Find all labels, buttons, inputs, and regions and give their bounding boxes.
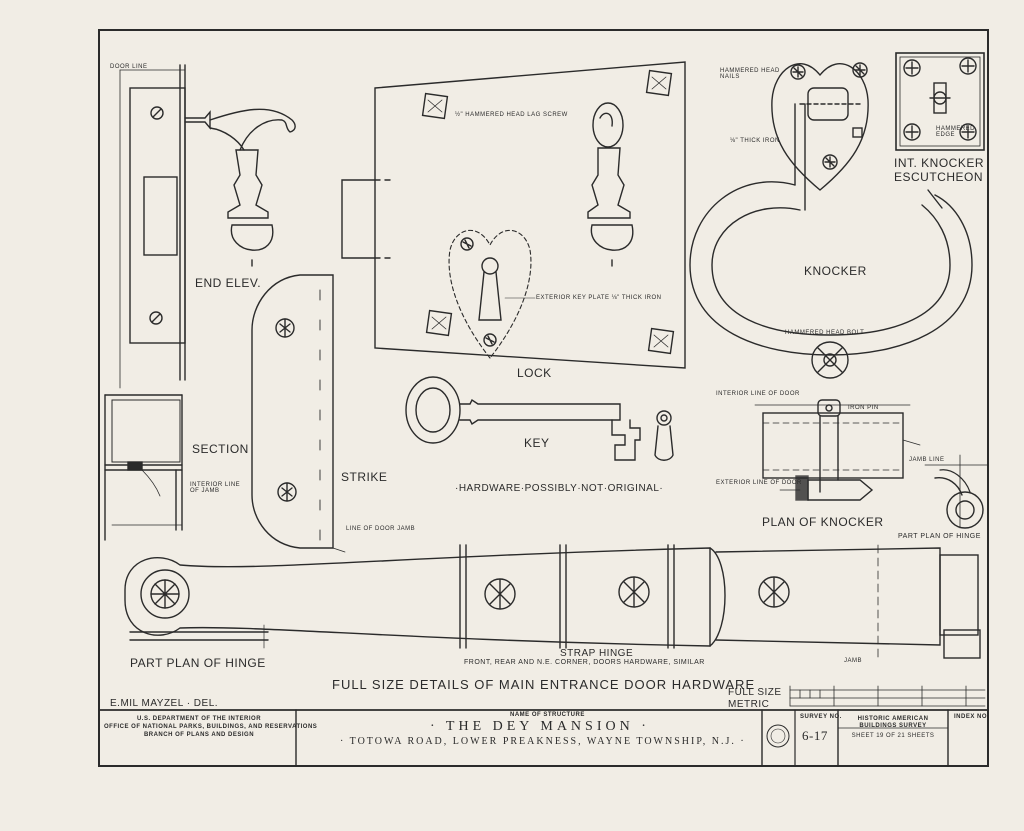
habs-line-2: BUILDINGS SURVEY <box>859 723 927 729</box>
knocker-label: KNOCKER <box>804 264 867 278</box>
key-drawing <box>405 376 674 461</box>
hardware-note-label: ·HARDWARE·POSSIBLY·NOT·ORIGINAL· <box>455 483 664 494</box>
part-plan-hinge-right-drawing <box>924 454 989 529</box>
interior-line-of-door-label: INTERIOR LINE OF DOOR <box>716 391 800 397</box>
habs-seal <box>766 724 790 748</box>
interior-line-of-jamb-label: INTERIOR LINE OF JAMB <box>190 482 241 494</box>
section-drawing <box>104 394 183 541</box>
agency-line-3: BRANCH OF PLANS AND DESIGN <box>143 732 255 738</box>
hammered-head-nails-label: HAMMERED HEAD NAILS <box>720 68 780 80</box>
scale-full-size-label: FULL SIZE <box>728 687 782 698</box>
escutcheon-label: ESCUTCHEON <box>894 170 984 184</box>
strap-hinge-label: STRAP HINGE <box>560 648 634 659</box>
jamb-line-label: JAMB LINE <box>909 457 945 463</box>
structure-name: · THE DEY MANSION · <box>430 719 650 734</box>
section-label: SECTION <box>192 442 249 456</box>
index-no-label: INDEX NO. <box>954 714 990 720</box>
door-line-label: DOOR LINE <box>110 64 148 70</box>
survey-no-label: SURVEY NO. <box>800 714 842 720</box>
structure-address: · TOTOWA ROAD, LOWER PREAKNESS, WAYNE TO… <box>340 736 746 747</box>
end-elevation-drawing <box>119 64 296 389</box>
scale-bar <box>789 685 986 707</box>
agency-line-2: OFFICE OF NATIONAL PARKS, BUILDINGS, AND… <box>104 724 318 730</box>
hammered-head-bolt-label: HAMMERED HEAD BOLT <box>785 330 865 336</box>
key-plate-label: EXTERIOR KEY PLATE ⅛" THICK IRON <box>536 295 662 301</box>
hammered-edge-label: HAMMERED EDGE <box>936 126 976 138</box>
int-knocker-label: INT. KNOCKER <box>894 156 985 170</box>
iron-pin-label: IRON PIN <box>848 405 879 411</box>
part-plan-hinge-left-label: PART PLAN OF HINGE <box>130 656 266 670</box>
knocker-drawing <box>689 62 973 379</box>
habs-line-1: HISTORIC AMERICAN <box>857 716 929 722</box>
sheet-info: SHEET 19 OF 21 SHEETS <box>851 733 935 739</box>
jamb-label: JAMB <box>844 658 863 664</box>
sheet-border <box>98 29 989 767</box>
thick-iron-label: ⅛" THICK IRON <box>730 138 780 144</box>
scale-metric-label: METRIC <box>728 699 770 710</box>
agency-line-1: U.S. DEPARTMENT OF THE INTERIOR <box>136 716 262 722</box>
strike-label: STRIKE <box>341 470 388 484</box>
plan-of-knocker-label: PLAN OF KNOCKER <box>762 515 884 529</box>
exterior-line-of-door-label: EXTERIOR LINE OF DOOR <box>716 480 802 486</box>
strap-hinge-note: FRONT, REAR AND N.E. CORNER, DOORS HARDW… <box>464 659 705 666</box>
name-of-structure-label: NAME OF STRUCTURE <box>510 712 585 718</box>
lag-screw-label: ½" HAMMERED HEAD LAG SCREW <box>455 112 568 118</box>
key-label: KEY <box>524 436 550 450</box>
escutcheon-drawing <box>895 52 985 151</box>
lock-label: LOCK <box>517 366 552 380</box>
strike-drawing <box>251 274 346 553</box>
lock-drawing <box>341 61 686 369</box>
drafter-label: E.MIL MAYZEL · DEL. <box>110 698 219 709</box>
plan-of-knocker-drawing <box>754 399 921 501</box>
part-plan-hinge-right-label: PART PLAN OF HINGE <box>898 533 981 540</box>
end-elev-label: END ELEV. <box>195 276 262 290</box>
line-of-door-jamb-label: LINE OF DOOR JAMB <box>346 526 416 532</box>
survey-number: 6-17 <box>802 728 828 743</box>
strap-hinge-drawing <box>124 544 981 661</box>
main-title: FULL SIZE DETAILS OF MAIN ENTRANCE DOOR … <box>332 677 756 692</box>
